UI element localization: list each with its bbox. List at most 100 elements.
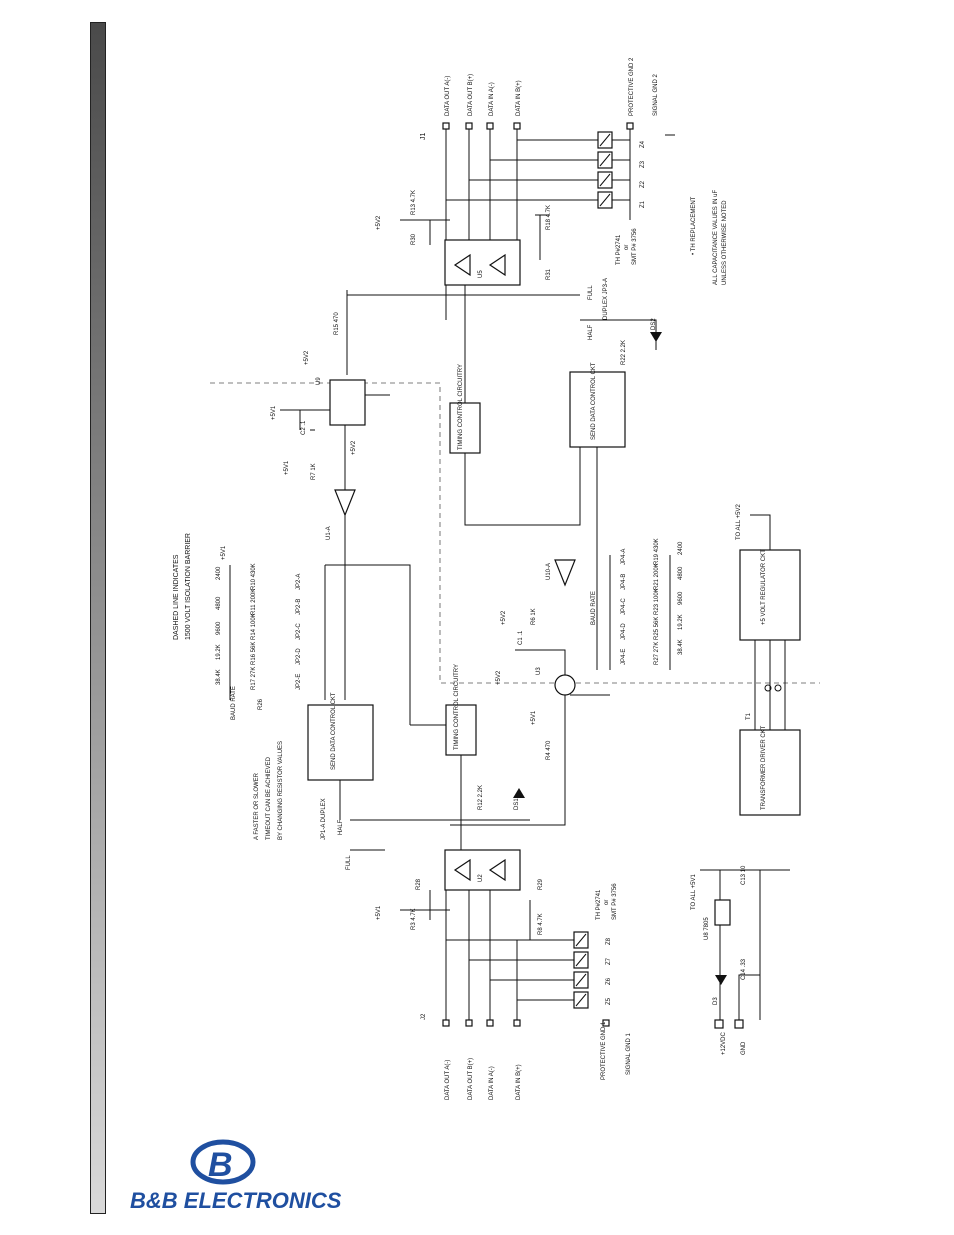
j1-protective-gnd-label: PROTECTIVE GND 2 xyxy=(629,57,635,116)
svg-text:JP2-A: JP2-A xyxy=(296,574,302,590)
svg-text:D3: D3 xyxy=(713,997,719,1005)
u3-isolator: U3 C1 .1 R6 1K +5V2 +5V2 +5V1 xyxy=(496,608,610,725)
svg-text:JP1-A DUPLEX: JP1-A DUPLEX xyxy=(321,798,327,840)
regulator-block: +5 VOLT REGULATOR CKT TO ALL +5V2 xyxy=(736,503,801,641)
note-dashed-line-2: 1500 VOLT ISOLATION BARRIER xyxy=(185,533,192,640)
svg-text:+5V1: +5V1 xyxy=(531,710,537,725)
svg-text:DATA IN B(+): DATA IN B(+) xyxy=(516,1064,522,1100)
j1-pin-1 xyxy=(442,122,450,130)
j2-pin-3 xyxy=(486,1019,494,1027)
svg-text:BAUD RATE: BAUD RATE xyxy=(231,686,237,720)
svg-text:JP2-D: JP2-D xyxy=(296,648,302,665)
logo-company-name: B&B ELECTRONICS xyxy=(130,1188,342,1213)
svg-text:R11 200K: R11 200K xyxy=(251,589,257,615)
svg-text:R14 100K: R14 100K xyxy=(251,613,257,640)
u5-transceiver: U5 R30 R13 4.7K +5V2 R18 4.7K R31 xyxy=(376,190,552,286)
j1-pin-4 xyxy=(513,122,521,130)
note-timeout-1: A FASTER OR SLOWER xyxy=(254,772,260,840)
j2-pin-4 xyxy=(513,1019,521,1027)
u1a-buffer xyxy=(334,489,356,517)
svg-text:U10-A: U10-A xyxy=(546,563,552,580)
transformer-driver-block: TRANSFORMER DRIVER CKT xyxy=(739,725,801,816)
svg-text:R7 1K: R7 1K xyxy=(311,463,317,480)
svg-text:DUPLEX JP3-A: DUPLEX JP3-A xyxy=(603,278,609,320)
svg-text:JP2-C: JP2-C xyxy=(296,623,302,640)
svg-text:+5V2: +5V2 xyxy=(501,610,507,625)
send-data-control-left: SEND DATA CONTROL CKT xyxy=(307,692,374,781)
baud-rate-right: BAUD RATE 2400 4800 9600 19.2K 38.4K R19… xyxy=(591,538,684,670)
svg-text:Z8: Z8 xyxy=(606,937,612,945)
svg-text:4800: 4800 xyxy=(216,596,222,610)
svg-text:C14 .33: C14 .33 xyxy=(741,958,747,980)
svg-text:JP4-C: JP4-C xyxy=(621,598,627,615)
svg-text:+5V2: +5V2 xyxy=(304,350,310,365)
svg-text:+5V1: +5V1 xyxy=(376,905,382,920)
svg-text:SMT P# 3756: SMT P# 3756 xyxy=(632,228,638,265)
svg-text:Z2: Z2 xyxy=(640,180,646,188)
svg-text:R28: R28 xyxy=(416,878,422,890)
d3-diode-icon xyxy=(715,975,727,985)
svg-text:R19 430K: R19 430K xyxy=(654,538,660,565)
j1-pin-label: DATA IN A(-) xyxy=(489,82,495,116)
svg-text:+5V2: +5V2 xyxy=(351,440,357,455)
svg-text:2400: 2400 xyxy=(216,566,222,580)
svg-text:HALF: HALF xyxy=(338,819,344,835)
svg-text:JP4-E: JP4-E xyxy=(621,649,627,665)
svg-text:TIMING CONTROL CIRCUITRY: TIMING CONTROL CIRCUITRY xyxy=(454,664,460,750)
svg-text:+12VDC: +12VDC xyxy=(721,1031,727,1055)
j2-pin-1 xyxy=(442,1019,450,1027)
svg-text:U5: U5 xyxy=(478,270,484,278)
send-data-control-right: SEND DATA CONTROL CKT xyxy=(569,362,626,448)
svg-text:R3 4.7K: R3 4.7K xyxy=(411,908,417,930)
j2-gnd-pin xyxy=(602,1019,610,1027)
svg-text:BAUD RATE: BAUD RATE xyxy=(591,591,597,625)
connector-j1: J1 DATA OUT A(-) DATA OUT B(+) DATA IN A… xyxy=(420,57,675,320)
svg-text:R6 1K: R6 1K xyxy=(531,608,537,625)
svg-text:C13 10: C13 10 xyxy=(741,865,747,885)
svg-text:U3: U3 xyxy=(536,667,542,675)
svg-text:R18 4.7K: R18 4.7K xyxy=(546,205,552,230)
svg-text:R21 200K: R21 200K xyxy=(654,563,660,590)
svg-text:+5V1: +5V1 xyxy=(271,405,277,420)
svg-text:+5V1: +5V1 xyxy=(221,545,227,560)
ds1-led-icon xyxy=(513,788,525,798)
note-timeout-2: TIMEOUT CAN BE ACHIEVED xyxy=(266,756,272,840)
svg-text:DS2: DS2 xyxy=(651,318,657,330)
svg-text:PROTECTIVE GND 1: PROTECTIVE GND 1 xyxy=(601,1021,607,1080)
svg-text:U1-A: U1-A xyxy=(326,526,332,540)
connector-j2: J2 DATA OUT A(-) DATA OUT B(+) DATA IN A… xyxy=(421,890,632,1100)
svg-text:R10 430K: R10 430K xyxy=(251,563,257,590)
svg-text:T1: T1 xyxy=(746,712,752,720)
svg-text:DATA IN A(-): DATA IN A(-) xyxy=(489,1066,495,1100)
svg-text:TH P#2741: TH P#2741 xyxy=(616,234,622,265)
svg-text:R4 470: R4 470 xyxy=(546,740,552,760)
svg-text:Z3: Z3 xyxy=(640,160,646,168)
svg-text:+5V2: +5V2 xyxy=(376,215,382,230)
svg-text:R22 2.2K: R22 2.2K xyxy=(621,340,627,365)
svg-text:+5V2: +5V2 xyxy=(496,670,502,685)
company-logo: B B&B ELECTRONICS xyxy=(128,1138,378,1218)
svg-text:R17 27K: R17 27K xyxy=(251,667,257,690)
power-input: TO ALL +5V1 C13 10 U8 7805 C14 .33 D3 +1… xyxy=(691,865,790,1055)
isolation-barrier-line xyxy=(210,382,820,684)
svg-text:FULL: FULL xyxy=(346,855,352,870)
svg-text:HALF: HALF xyxy=(588,324,594,340)
logo-swoosh-icon xyxy=(190,1139,256,1185)
svg-text:38.4K: 38.4K xyxy=(216,669,222,685)
j2-pin-2 xyxy=(465,1019,473,1027)
svg-text:U8 7805: U8 7805 xyxy=(704,917,710,940)
note-capacitance-2: UNLESS OTHERWISE NOTED xyxy=(722,200,728,285)
svg-text:U9: U9 xyxy=(316,377,322,385)
svg-text:DATA OUT A(-): DATA OUT A(-) xyxy=(445,1060,451,1100)
svg-text:JP2-E: JP2-E xyxy=(296,674,302,690)
svg-text:TO ALL +5V2: TO ALL +5V2 xyxy=(736,503,742,540)
j1-pin-label: DATA IN B(+) xyxy=(516,80,522,116)
note-capacitance-1: ALL CAPACITANCE VALUES IN uF xyxy=(713,190,719,285)
note-th-replacement: • TH REPLACEMENT xyxy=(691,196,697,255)
svg-text:R8 4.7K: R8 4.7K xyxy=(538,913,544,935)
u10a-buffer xyxy=(554,559,576,587)
tvs-array-right: Z4 Z3 Z2 Z1 TH P#2741 or SMT P# 3756 xyxy=(597,131,646,265)
svg-text:SMT P# 3756: SMT P# 3756 xyxy=(612,883,618,920)
svg-text:U2: U2 xyxy=(478,874,484,882)
